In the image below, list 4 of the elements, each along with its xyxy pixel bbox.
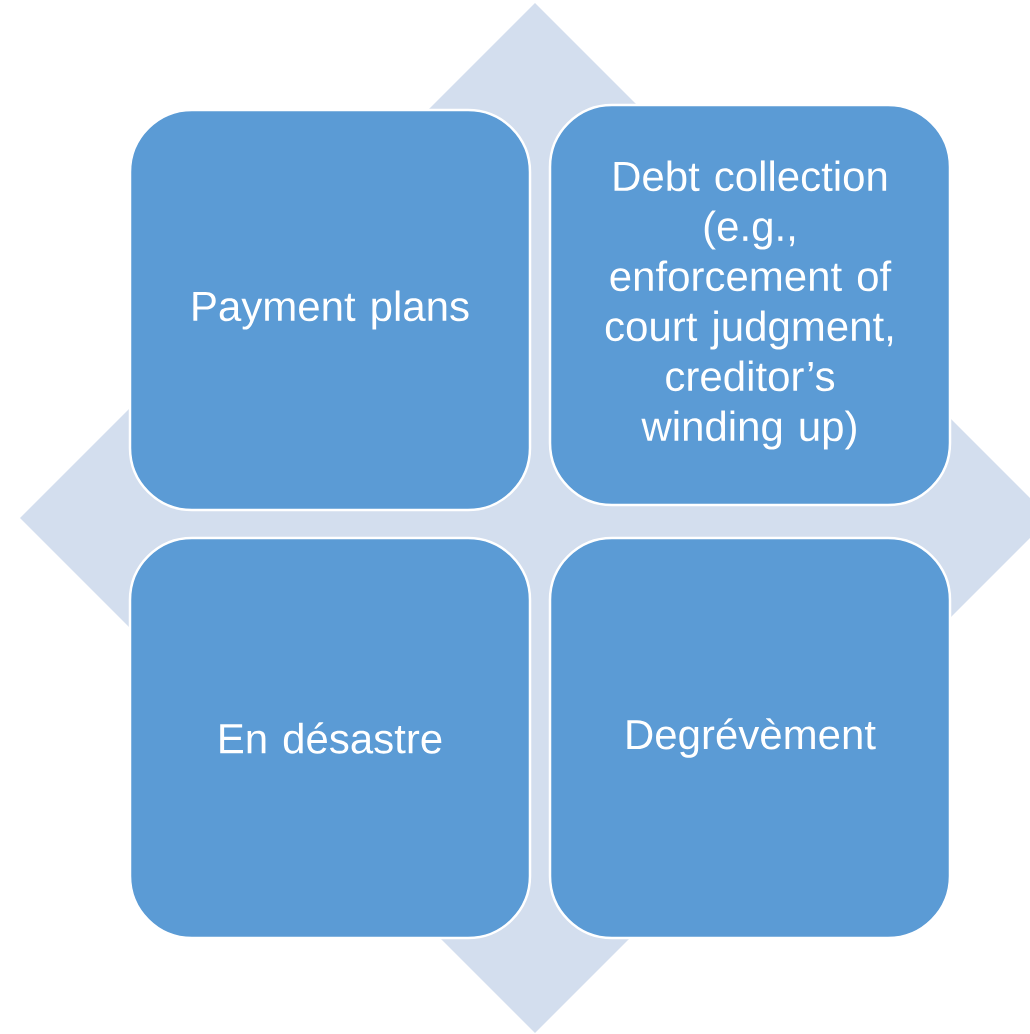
rounded-box: Debt collection (e.g., enforcement of court judgment, creditor’s winding up) (548, 103, 952, 507)
rounded-box: En désastre (128, 536, 532, 940)
rounded-box: Payment plans (128, 108, 532, 512)
rounded-box: Degrévèment (548, 536, 952, 940)
